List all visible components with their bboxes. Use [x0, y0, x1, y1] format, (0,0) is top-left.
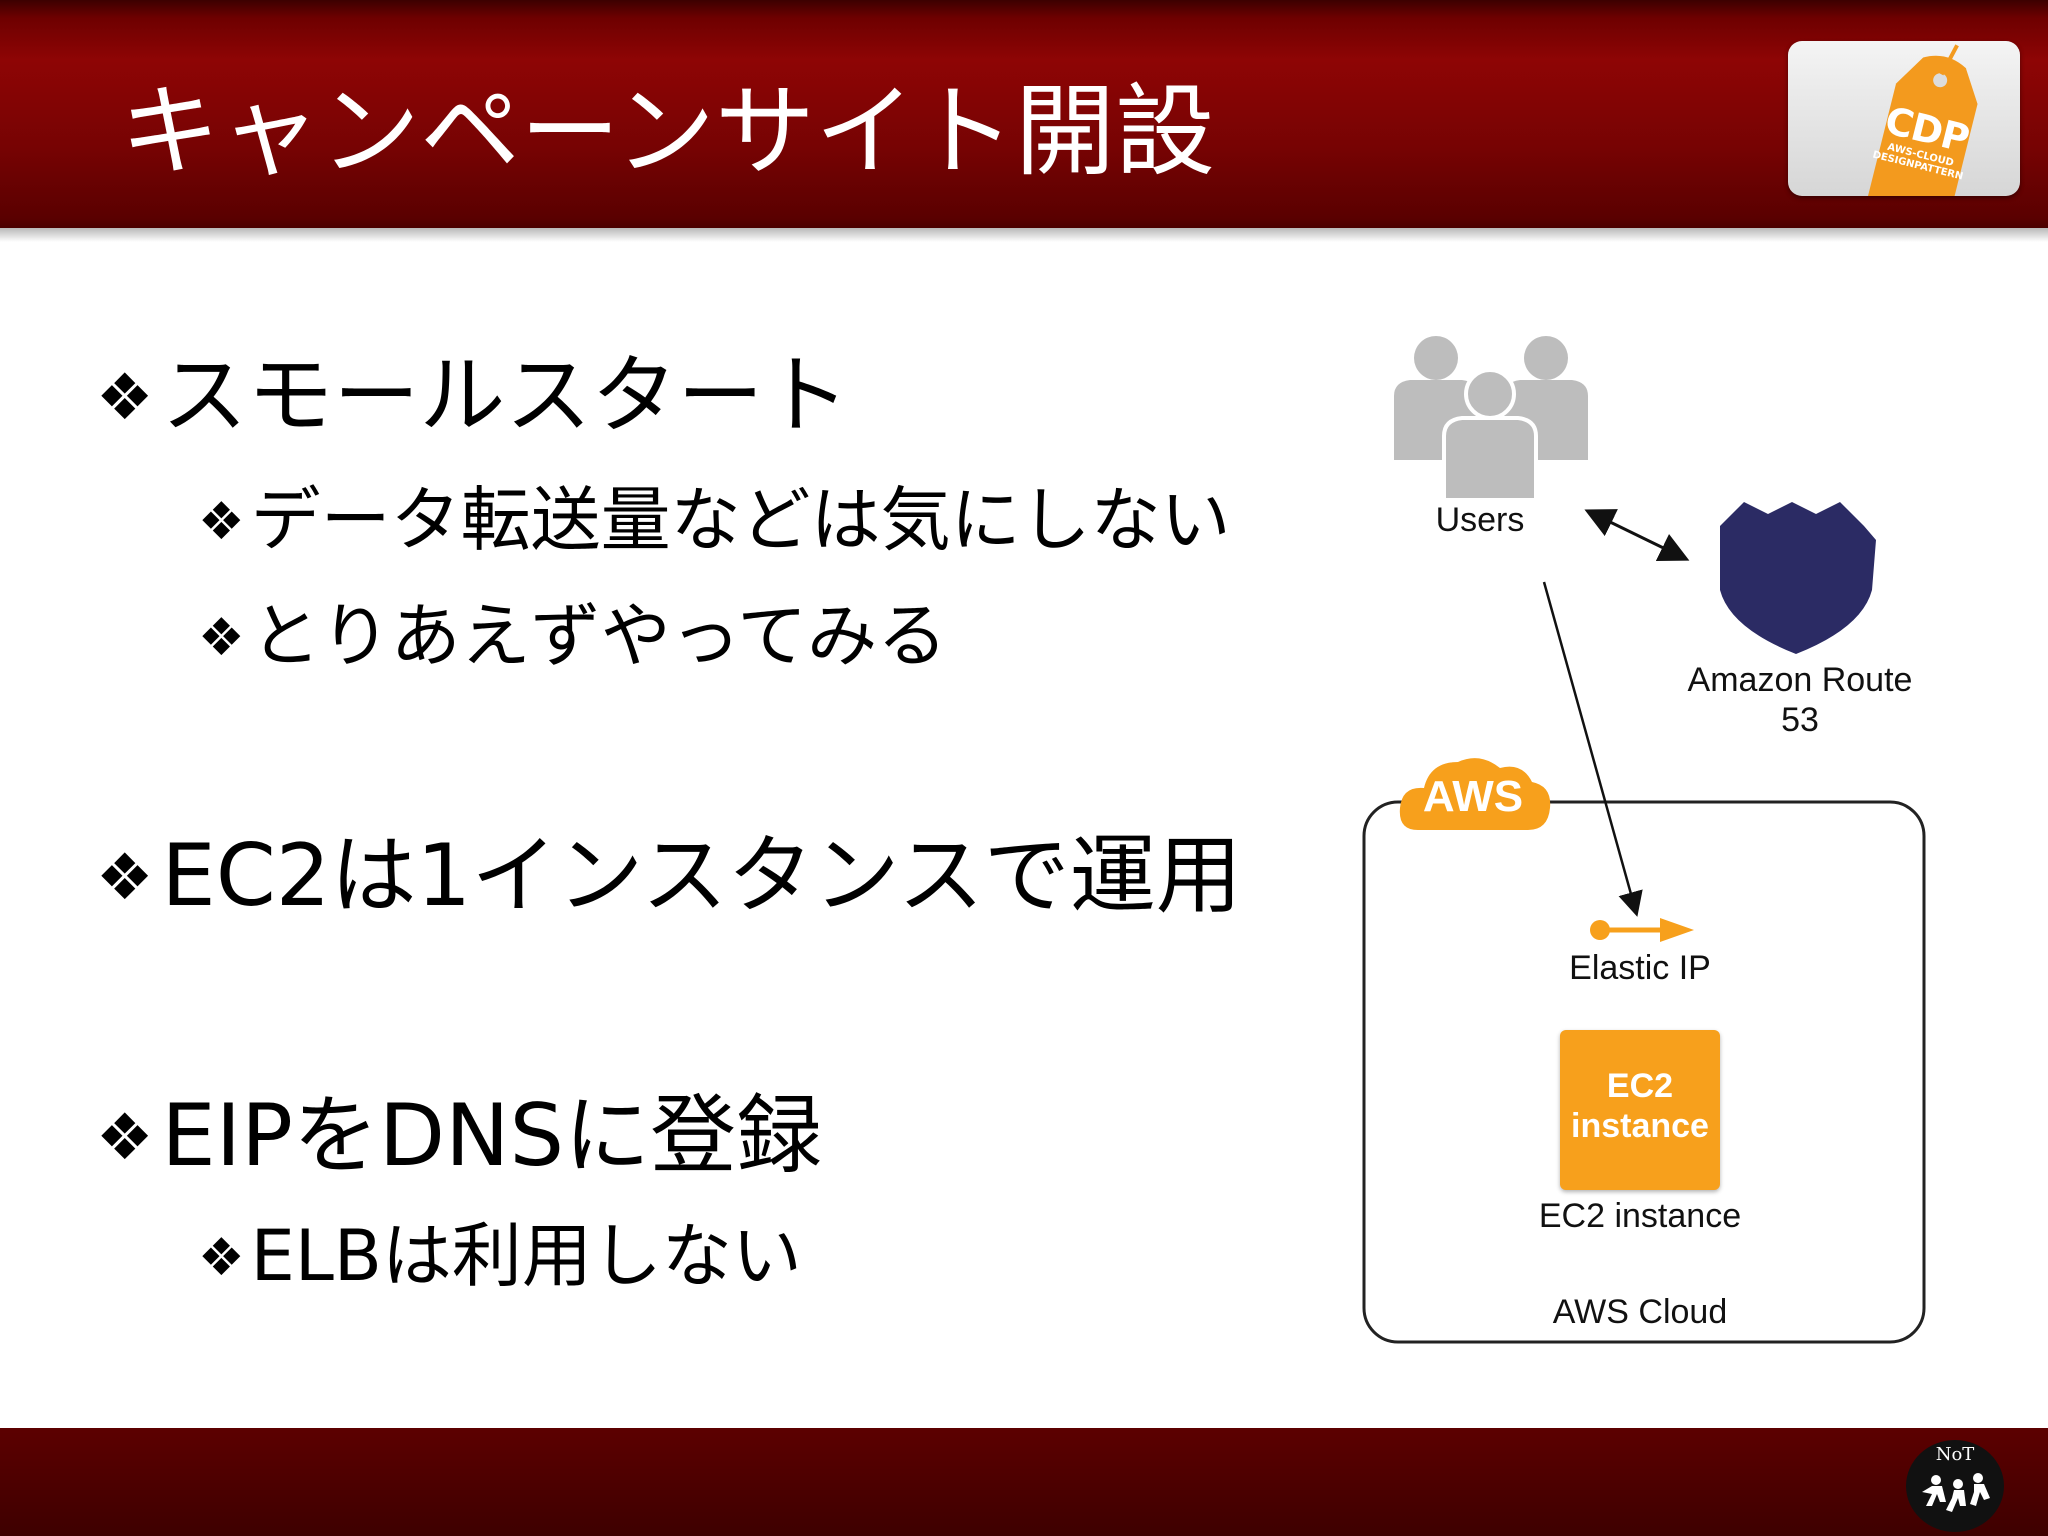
cdp-tag-icon [1867, 44, 1978, 196]
aws-cloud-badge [1399, 758, 1551, 830]
bullet-text: EC2は1インスタンスで運用 [161, 826, 1242, 926]
users-route53-arrow [1584, 509, 1690, 561]
sub-bullet-no-elb: ❖ELBは利用しない [198, 1214, 802, 1300]
elastic-ip-label: Elastic IP [1569, 949, 1711, 987]
route53-shield-icon [1720, 502, 1876, 654]
bullet-text: EIPをDNSに登録 [161, 1086, 823, 1186]
bullet-marker: ❖ [96, 841, 154, 915]
title-bar-shadow [0, 228, 2048, 242]
bullet-marker: ❖ [96, 361, 154, 435]
bullet-marker: ❖ [198, 608, 245, 668]
footer-bar [0, 1428, 2048, 1536]
bullet-small-start: ❖スモールスタート [96, 346, 849, 448]
route53-label-line2: 53 [1781, 701, 1819, 739]
bullet-marker: ❖ [198, 1228, 245, 1288]
sub-bullet-data-transfer: ❖データ転送量などは気にしない [198, 478, 1231, 564]
elastic-ip-icon [1590, 918, 1694, 942]
bullet-marker: ❖ [96, 1101, 154, 1175]
bullet-eip-dns: ❖EIPをDNSに登録 [96, 1086, 822, 1188]
bullet-text: とりあえずやってみる [250, 595, 948, 677]
not-logo: NoT [1906, 1440, 2004, 1532]
ec2-icon-text: EC2 instance [1571, 1067, 1709, 1145]
aws-cloud-boundary [1362, 800, 1926, 1344]
route53-label-line1: Amazon Route [1687, 661, 1913, 699]
ec2-instance-label: EC2 instance [1538, 1197, 1742, 1235]
ninja-figures-icon [1922, 1473, 1990, 1512]
cdp-logo: CDP AWS-CLOUD DESIGNPATTERN [1788, 41, 2020, 196]
title-bar [0, 0, 2048, 228]
users-label: Users [1435, 501, 1525, 539]
bullet-text: スモールスタート [161, 346, 850, 446]
bullet-ec2-single-instance: ❖EC2は1インスタンスで運用 [96, 826, 1242, 928]
bullet-marker: ❖ [198, 492, 245, 552]
bullet-text: ELBは利用しない [250, 1215, 802, 1297]
aws-cloud-label: AWS Cloud [1552, 1293, 1728, 1331]
users-eip-arrow [1542, 581, 1643, 917]
sub-bullet-just-try: ❖とりあえずやってみる [198, 594, 947, 680]
not-logo-text: NoT [1935, 1444, 1975, 1465]
aws-badge-label: AWS [1422, 772, 1524, 821]
users-icon [1394, 336, 1588, 502]
bullet-text: データ転送量などは気にしない [250, 479, 1231, 561]
ec2-instance-icon: EC2 instance [1560, 1030, 1720, 1190]
slide-title: キャンペーンサイト開設 [120, 73, 1215, 190]
